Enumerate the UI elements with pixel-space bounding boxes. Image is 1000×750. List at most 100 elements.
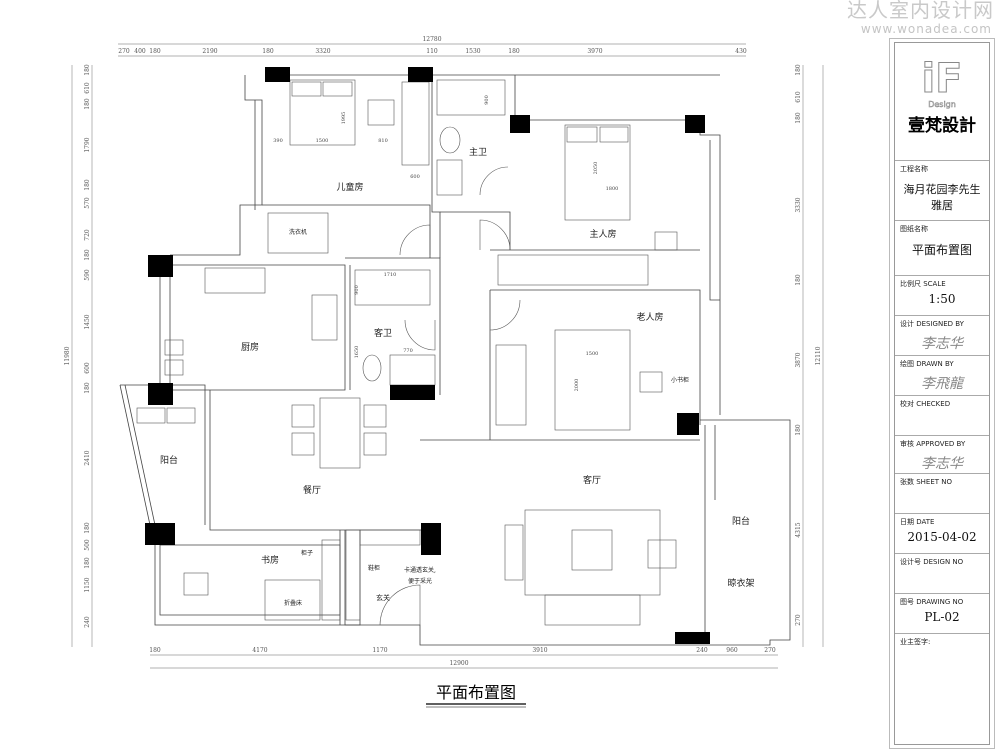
room-label-master-bedroom: 主人房 <box>589 228 616 240</box>
dimension-text: 180 <box>149 647 161 654</box>
logo-sub: Design <box>928 100 956 110</box>
dimension-text: 180 <box>84 382 91 394</box>
guest-basin <box>389 354 436 386</box>
dimension-text: 11980 <box>64 346 71 365</box>
dimension-text: 1170 <box>372 647 387 654</box>
dim-text: 1995 <box>341 112 347 125</box>
drawing-name-label: 图纸名称 <box>900 225 928 233</box>
date-label: 日期 DATE <box>900 518 935 526</box>
dimension-text: 1790 <box>84 137 91 152</box>
elder-bed <box>554 329 631 431</box>
living-rug <box>524 509 661 596</box>
structural-columns <box>145 67 710 644</box>
dim-text: 1650 <box>354 346 360 359</box>
drawn-by-label: 绘图 DRAWN BY <box>900 360 954 368</box>
dimension-text: 600 <box>84 362 91 374</box>
dimension-text: 3320 <box>315 48 330 55</box>
child-bed <box>289 79 356 146</box>
dimension-text: 4315 <box>795 522 802 537</box>
guest-toilet <box>362 354 382 382</box>
dimension-text: 1450 <box>84 314 91 329</box>
dimension-text: 960 <box>726 647 738 654</box>
dimension-text: 3970 <box>587 48 602 55</box>
master-bed <box>564 124 631 221</box>
fridge <box>311 294 338 341</box>
dimension-text: 180 <box>84 179 91 191</box>
room-label-master-bath: 主卫 <box>469 146 487 158</box>
elder-wardrobe <box>495 344 527 426</box>
dimension-text: 180 <box>84 522 91 534</box>
dimension-text: 12900 <box>449 660 468 667</box>
master-wardrobe <box>497 254 649 286</box>
washer-cabinet <box>267 212 329 254</box>
sheet-no-label: 张数 SHEET NO <box>900 478 953 486</box>
dimension-text: 180 <box>795 274 802 286</box>
project-label: 工程名称 <box>900 165 928 173</box>
dim-text: 2050 <box>593 162 599 175</box>
dimension-text: 3910 <box>532 647 547 654</box>
drawing-no-label: 图号 DRAWING NO <box>900 598 964 606</box>
master-chair <box>654 231 678 251</box>
dimension-text: 180 <box>795 112 802 124</box>
dimension-text: 1530 <box>465 48 480 55</box>
design-no-label: 设计号 DESIGN NO <box>900 558 964 566</box>
dining-table <box>319 397 361 469</box>
watermark-url: www.wonadea.com <box>860 22 992 36</box>
furniture <box>136 79 678 626</box>
label-folding-bed: 折叠床 <box>284 599 302 607</box>
master-toilet <box>439 126 461 154</box>
label-washer: 洗衣机 <box>289 228 307 236</box>
dimension-text: 12780 <box>422 36 441 43</box>
study-cabinet <box>321 539 341 621</box>
dimension-lines <box>71 43 824 669</box>
dimension-text: 720 <box>84 229 91 241</box>
dimension-text: 400 <box>134 48 146 55</box>
dim-text: 390 <box>273 138 283 144</box>
approved-by-label: 审核 APPROVED BY <box>900 440 966 448</box>
company-logo: iF Design 壹梵設計 <box>895 43 989 161</box>
armchair <box>647 539 677 569</box>
dimension-text: 3330 <box>795 197 802 212</box>
room-label-children: 儿童房 <box>336 181 363 193</box>
dimension-text: 180 <box>84 249 91 261</box>
dimension-text: 270 <box>795 614 802 626</box>
room-label-balcony-left: 阳台 <box>160 454 178 466</box>
dimension-text: 1150 <box>84 577 91 592</box>
dimension-text: 180 <box>795 424 802 436</box>
child-chair <box>367 99 395 126</box>
dimension-text: 180 <box>508 48 520 55</box>
label-drying-rack: 晾衣架 <box>727 577 754 589</box>
note-line-2: 便于采光 <box>408 577 432 585</box>
dimension-text: 2410 <box>84 450 91 465</box>
dimension-text: 3870 <box>795 352 802 367</box>
dimension-text: 180 <box>149 48 161 55</box>
dimension-text: 610 <box>84 82 91 94</box>
dim-text: 900 <box>354 285 360 295</box>
label-shoe-cabinet: 鞋柜 <box>368 564 380 572</box>
stove <box>204 267 266 294</box>
dimension-text: 570 <box>84 197 91 209</box>
dim-text: 1710 <box>384 272 397 278</box>
dim-text: 1500 <box>316 138 329 144</box>
dimension-text: 270 <box>764 647 776 654</box>
room-label-guest-bath: 客卫 <box>374 327 392 339</box>
date-value: 2015-04-02 <box>907 530 977 544</box>
approver-signature: 李志华 <box>921 456 963 472</box>
dimension-text: 180 <box>84 557 91 569</box>
dimension-text: 180 <box>84 98 91 110</box>
watermark-site-name: 达人室内设计网 <box>847 0 994 22</box>
title-block: iF Design 壹梵設計 工程名称海月花园李先生雅居 图纸名称平面布置图 比… <box>894 42 990 745</box>
guest-shower <box>354 269 431 306</box>
room-label-elder: 老人房 <box>636 311 663 323</box>
dimension-text: 500 <box>84 539 91 551</box>
room-label-study: 书房 <box>261 554 279 566</box>
walls <box>119 74 791 646</box>
shower <box>436 79 506 116</box>
drawing-name-value: 平面布置图 <box>911 243 972 257</box>
dimension-text: 180 <box>84 64 91 76</box>
checked-label: 校对 CHECKED <box>900 400 951 408</box>
dimension-text: 180 <box>795 64 802 76</box>
room-label-balcony-right: 阳台 <box>732 515 750 527</box>
dim-text: 770 <box>403 348 413 354</box>
drafter-signature: 李飛龍 <box>921 376 963 392</box>
